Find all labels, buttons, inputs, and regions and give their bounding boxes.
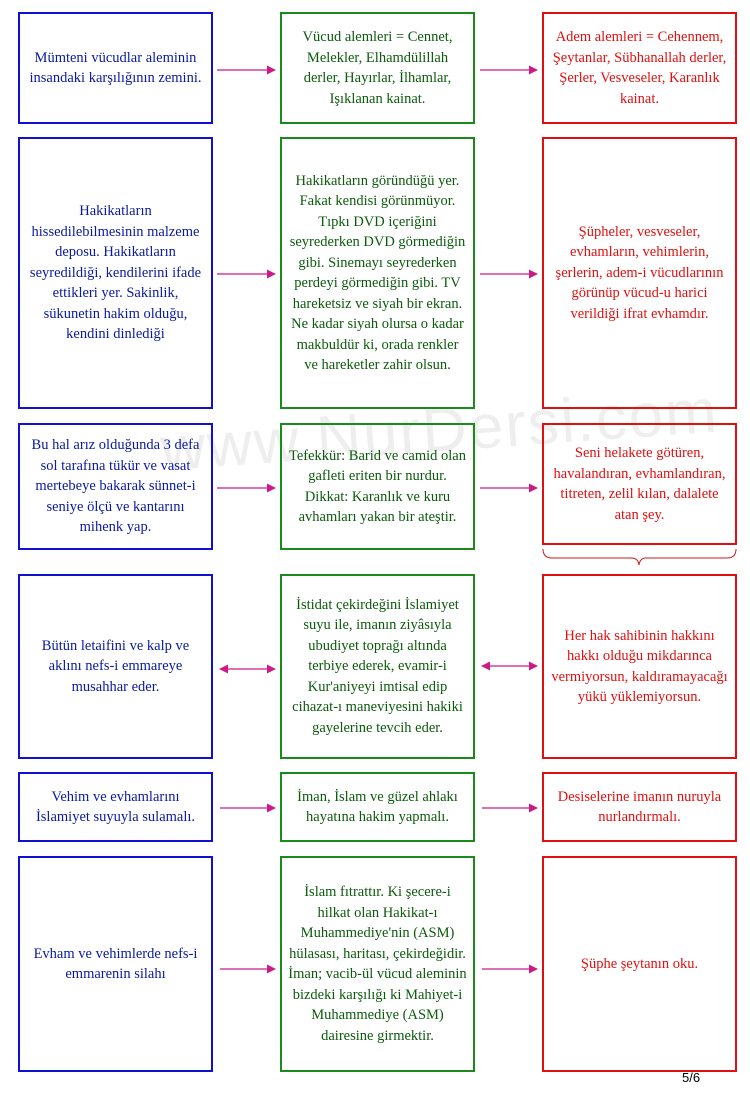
- right-box-4-text: Her hak sahibinin hakkını hakkı olduğu m…: [551, 627, 728, 706]
- left-box-4-text: Bütün letaifini ve kalp ve aklını nefs-i…: [41, 637, 190, 695]
- right-box-1: Adem alemleri = Cehennem, Şeytanlar, Süb…: [542, 12, 737, 124]
- middle-box-4-text: İstidat çekirdeğini İslamiyet suyu ile, …: [292, 596, 463, 736]
- left-box-6: Evham ve vehimlerde nefs-i emmarenin sil…: [18, 856, 213, 1072]
- left-box-6-text: Evham ve vehimlerde nefs-i emmarenin sil…: [33, 945, 198, 983]
- left-box-2: Hakikatların hissedilebilmesinin malzeme…: [18, 137, 213, 409]
- middle-box-6: İslam fıtrattır. Ki şecere-i hilkat olan…: [280, 856, 475, 1072]
- page-number: 5/6: [682, 1070, 701, 1085]
- middle-box-3: Tefekkür: Barid ve camid olan gafleti er…: [280, 423, 475, 550]
- middle-box-1-text: Vücud alemleri = Cennet, Melekler, Elham…: [302, 29, 453, 107]
- middle-box-6-text: İslam fıtrattır. Ki şecere-i hilkat olan…: [288, 884, 467, 1044]
- left-box-2-text: Hakikatların hissedilebilmesinin malzeme…: [29, 203, 202, 343]
- right-box-3: Seni helakete götüren, havalandıran, evh…: [542, 423, 737, 545]
- middle-box-1: Vücud alemleri = Cennet, Melekler, Elham…: [280, 12, 475, 124]
- left-box-3: Bu hal arız olduğunda 3 defa sol tarafın…: [18, 423, 213, 550]
- right-box-2-text: Şüpheler, vesveseler, evhamların, vehiml…: [555, 223, 724, 322]
- left-box-4: Bütün letaifini ve kalp ve aklını nefs-i…: [18, 574, 213, 759]
- middle-box-5-text: İman, İslam ve güzel ahlakı hayatına hak…: [297, 788, 458, 826]
- middle-box-4: İstidat çekirdeğini İslamiyet suyu ile, …: [280, 574, 475, 759]
- right-box-3-text: Seni helakete götüren, havalandıran, evh…: [553, 445, 726, 523]
- left-box-3-text: Bu hal arız olduğunda 3 defa sol tarafın…: [31, 437, 200, 536]
- right-box-4: Her hak sahibinin hakkını hakkı olduğu m…: [542, 574, 737, 759]
- left-box-1: Mümteni vücudlar aleminin insandaki karş…: [18, 12, 213, 124]
- right-box-6-text: Şüphe şeytanın oku.: [580, 955, 699, 972]
- middle-box-3-text: Tefekkür: Barid ve camid olan gafleti er…: [289, 447, 466, 526]
- right-box-6: Şüphe şeytanın oku.: [542, 856, 737, 1072]
- left-box-5: Vehim ve evhamlarını İslamiyet suyuyla s…: [18, 772, 213, 842]
- middle-box-5: İman, İslam ve güzel ahlakı hayatına hak…: [280, 772, 475, 842]
- right-box-1-text: Adem alemleri = Cehennem, Şeytanlar, Süb…: [552, 29, 727, 107]
- right-box-5: Desiselerine imanın nuruyla nurlandırmal…: [542, 772, 737, 842]
- left-box-5-text: Vehim ve evhamlarını İslamiyet suyuyla s…: [35, 788, 196, 826]
- middle-box-2: Hakikatların göründüğü yer. Fakat kendis…: [280, 137, 475, 409]
- right-box-5-text: Desiselerine imanın nuruyla nurlandırmal…: [557, 788, 722, 826]
- left-box-1-text: Mümteni vücudlar aleminin insandaki karş…: [29, 49, 202, 87]
- middle-box-2-text: Hakikatların göründüğü yer. Fakat kendis…: [289, 172, 466, 374]
- brace-under-right-box-3: [542, 548, 737, 566]
- right-box-2: Şüpheler, vesveseler, evhamların, vehiml…: [542, 137, 737, 409]
